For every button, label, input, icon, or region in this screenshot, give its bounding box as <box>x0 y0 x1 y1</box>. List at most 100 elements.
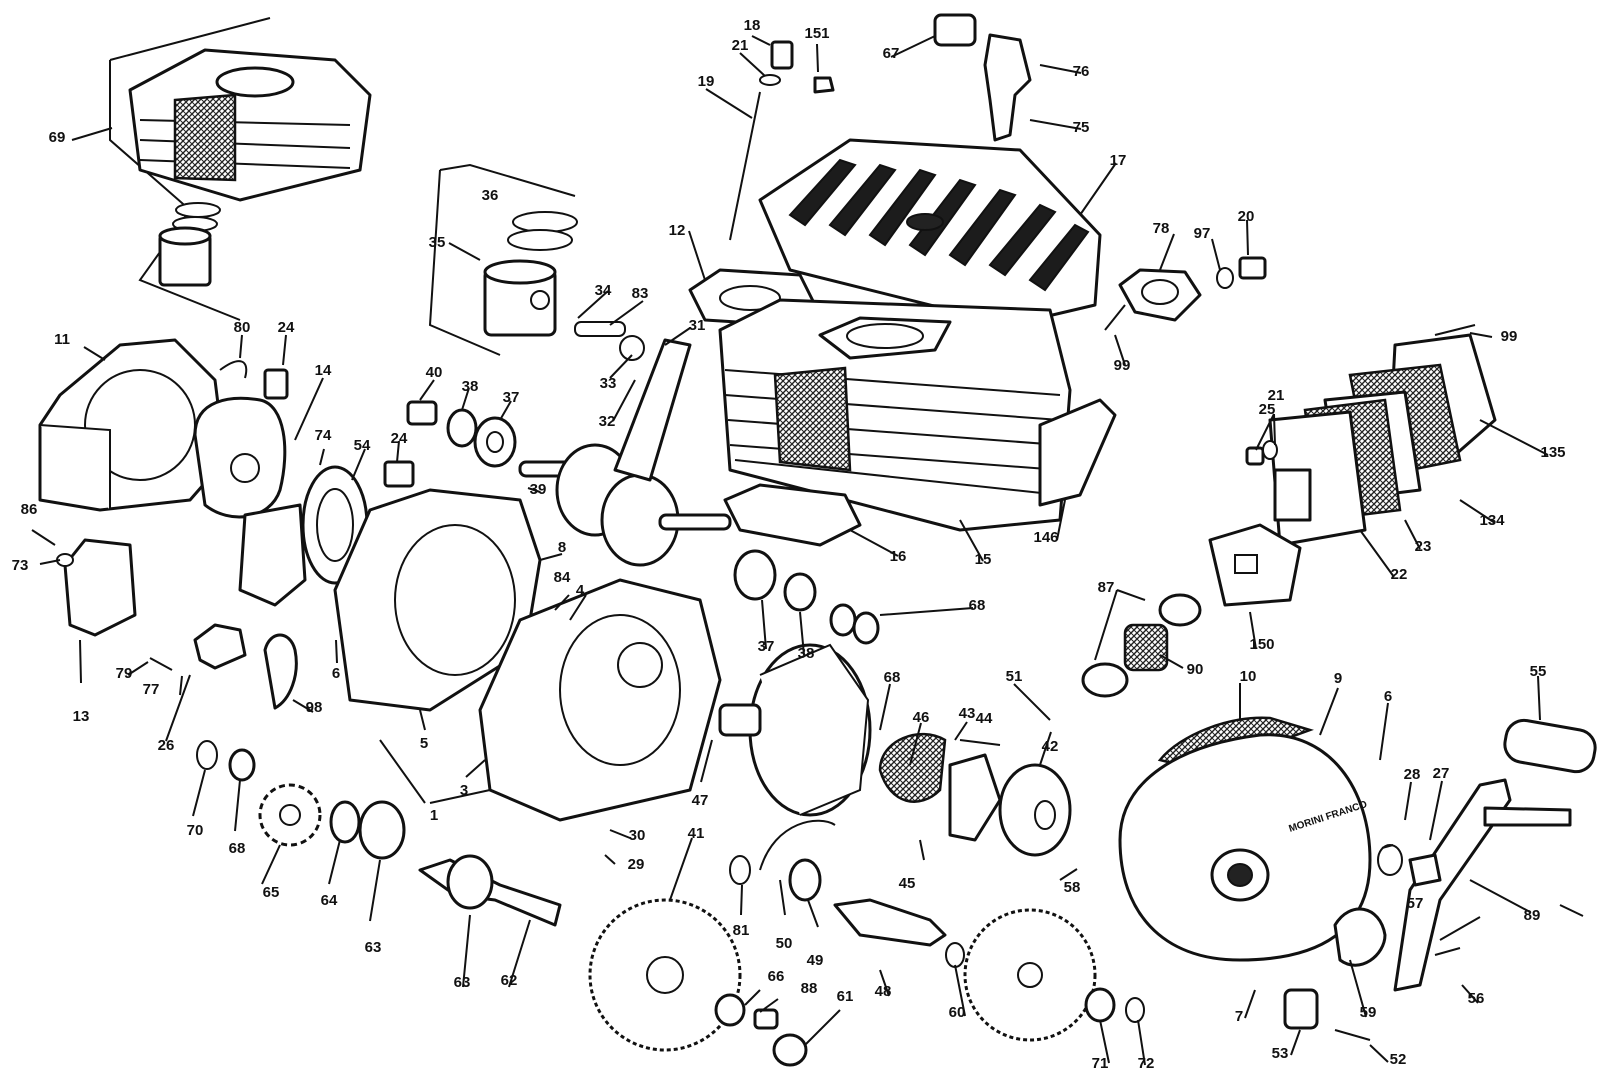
callout-98: 98 <box>306 699 323 716</box>
callout-49: 49 <box>807 952 824 969</box>
callout-40: 40 <box>426 364 443 381</box>
callout-13: 13 <box>73 708 90 725</box>
callout-99b: 99 <box>1501 328 1518 345</box>
nut-25 <box>1245 446 1265 466</box>
callout-76: 76 <box>1073 63 1090 80</box>
cylinder-block <box>718 298 1072 532</box>
clutch-shoe <box>878 732 947 803</box>
callout-45: 45 <box>899 875 916 892</box>
callout-88: 88 <box>801 980 818 997</box>
callout-9: 9 <box>1334 670 1342 687</box>
callout-8: 8 <box>558 539 566 556</box>
callout-77: 77 <box>143 681 160 698</box>
callout-57: 57 <box>1407 895 1424 912</box>
callout-150: 150 <box>1249 636 1274 653</box>
crankcase-left-half <box>333 488 542 712</box>
callout-1: 1 <box>430 807 438 824</box>
callout-37b: 37 <box>758 638 775 655</box>
callout-55: 55 <box>1530 663 1547 680</box>
callout-59: 59 <box>1360 1004 1377 1021</box>
washer-66 <box>714 993 746 1027</box>
nut-53 <box>1283 988 1319 1030</box>
bolt-86 <box>31 529 56 546</box>
callout-44: 44 <box>976 710 993 727</box>
callout-6a: 6 <box>332 665 340 682</box>
callout-27: 27 <box>1433 765 1450 782</box>
kickstart-grip <box>1503 718 1597 774</box>
callout-38b: 38 <box>798 645 815 662</box>
crankcase-right-half <box>478 578 722 822</box>
callout-48: 48 <box>875 983 892 1000</box>
washer-21-mid <box>1262 440 1278 460</box>
crankshaft <box>518 335 732 567</box>
seal-64 <box>329 800 361 844</box>
washer-71 <box>1084 987 1116 1023</box>
bolt-79 <box>149 657 173 671</box>
callout-54: 54 <box>354 437 371 454</box>
side-cover: MORINI FRANCO <box>1118 716 1372 962</box>
callout-146: 146 <box>1033 529 1058 546</box>
callout-135: 135 <box>1540 444 1565 461</box>
cylinder-head <box>758 138 1102 327</box>
callout-68c: 68 <box>229 840 246 857</box>
seal-38-low <box>783 572 817 612</box>
callout-19: 19 <box>698 73 715 90</box>
ignition-coil <box>238 503 307 607</box>
circlip-70 <box>196 740 218 770</box>
callout-83: 83 <box>632 285 649 302</box>
callout-23: 23 <box>1415 538 1432 555</box>
callout-31: 31 <box>689 317 706 334</box>
callout-151: 151 <box>804 25 829 42</box>
stator-plate <box>193 396 287 519</box>
pin-99-right <box>1434 324 1476 336</box>
callout-134: 134 <box>1479 512 1505 529</box>
flywheel-cover <box>38 338 227 512</box>
bushing-40 <box>406 400 438 426</box>
parts-layer: MORINI FRANCO <box>31 13 1597 1067</box>
callout-28: 28 <box>1404 766 1421 783</box>
callout-79: 79 <box>116 665 133 682</box>
callout-78: 78 <box>1153 220 1170 237</box>
piston-assembly <box>428 163 626 356</box>
callout-69: 69 <box>49 129 66 146</box>
callout-38a: 38 <box>462 378 479 395</box>
plug-20 <box>1238 256 1267 280</box>
callout-58: 58 <box>1064 879 1081 896</box>
callout-73: 73 <box>12 557 29 574</box>
callout-71: 71 <box>1092 1055 1109 1072</box>
shaft-48 <box>833 898 947 947</box>
washer-68-c <box>228 748 256 782</box>
callout-41: 41 <box>688 825 705 842</box>
washer-28 <box>1377 844 1404 876</box>
callout-10: 10 <box>1240 668 1257 685</box>
washer-68-a <box>829 603 857 637</box>
callout-47: 47 <box>692 792 709 809</box>
clutch-carrier <box>948 753 1002 842</box>
callout-63b: 63 <box>454 974 471 991</box>
part-24-top <box>263 368 289 400</box>
bracket-26 <box>193 623 247 670</box>
callout-4: 4 <box>576 582 585 599</box>
callout-63a: 63 <box>365 939 382 956</box>
washer-21-top <box>759 74 781 86</box>
washer-97 <box>1216 267 1234 289</box>
callout-36: 36 <box>482 187 499 204</box>
clip-81 <box>729 855 751 885</box>
bearing-37-low <box>733 549 777 601</box>
callout-65: 65 <box>263 884 280 901</box>
callout-74: 74 <box>315 427 332 444</box>
callout-62: 62 <box>501 972 518 989</box>
callout-99a: 99 <box>1114 357 1131 374</box>
leader-lines <box>39 35 1584 1066</box>
callout-33: 33 <box>600 375 617 392</box>
callout-56: 56 <box>1468 990 1485 1007</box>
washer-61 <box>772 1033 808 1067</box>
callout-17: 17 <box>1110 152 1127 169</box>
callout-72: 72 <box>1138 1055 1155 1072</box>
callout-84: 84 <box>554 569 571 586</box>
chain-guide <box>263 633 298 710</box>
clutch-drum <box>718 643 872 817</box>
callout-7: 7 <box>1235 1008 1243 1025</box>
callout-43: 43 <box>959 705 976 722</box>
bushing-88 <box>753 1008 779 1030</box>
